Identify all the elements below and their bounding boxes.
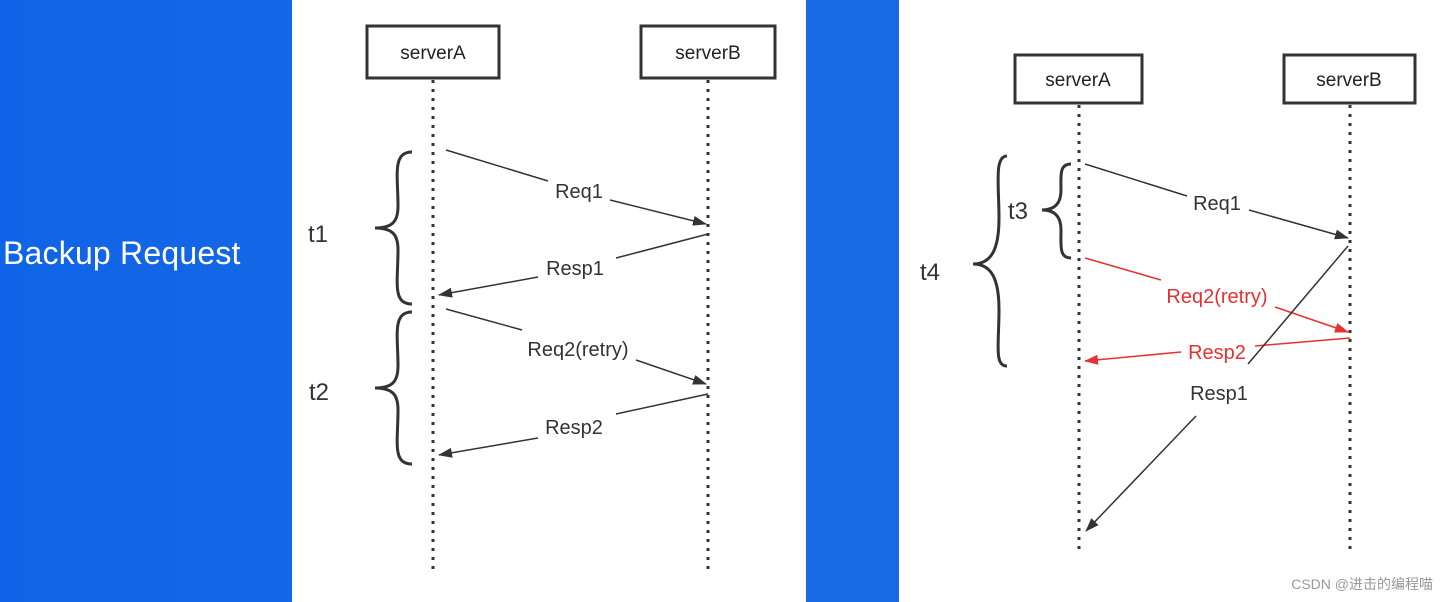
participant-server-a: serverA xyxy=(1013,53,1144,105)
brace-t2 xyxy=(374,310,413,466)
interval-t3-label: t3 xyxy=(1008,198,1028,225)
message-req1: Req1 xyxy=(445,149,707,226)
interval-t1-label: t1 xyxy=(308,221,328,248)
message-req1-label: Req1 xyxy=(1193,193,1241,215)
participant-server-b: serverB xyxy=(1282,53,1417,105)
message-resp2: Resp2 xyxy=(1084,337,1351,365)
message-resp1-label: Resp1 xyxy=(546,258,604,280)
message-req1: Req1 xyxy=(1084,163,1349,240)
message-req1-label: Req1 xyxy=(555,181,603,203)
participant-server-b-label: serverB xyxy=(675,43,740,64)
message-req2-retry: Req2(retry) xyxy=(445,308,707,385)
message-req2-retry-label: Req2(retry) xyxy=(527,339,628,361)
brace-t1 xyxy=(374,150,413,306)
sequence-diagram-left-svg: serverA serverB Req1 Resp1 Req2(retry) xyxy=(308,24,777,570)
message-resp1: Resp1 xyxy=(1085,245,1349,532)
message-resp1: Resp1 xyxy=(438,233,709,298)
brace-t3 xyxy=(1041,162,1072,260)
participant-server-a: serverA xyxy=(365,24,501,80)
participant-server-a-label: serverA xyxy=(1045,70,1111,91)
message-resp1-label: Resp1 xyxy=(1190,383,1248,405)
participant-server-a-label: serverA xyxy=(400,43,466,64)
message-resp2-label: Resp2 xyxy=(545,417,603,439)
participant-server-b: serverB xyxy=(639,24,777,80)
slide-title: Backup Request xyxy=(3,235,241,271)
sequence-diagram-left: serverA serverB Req1 Resp1 Req2(retry) xyxy=(292,0,806,602)
message-resp2: Resp2 xyxy=(438,393,709,458)
interval-t2-label: t2 xyxy=(309,379,329,406)
message-resp2-label: Resp2 xyxy=(1188,342,1246,364)
message-req2-retry-label: Req2(retry) xyxy=(1166,286,1267,308)
csdn-watermark: CSDN @进击的编程喵 xyxy=(1291,576,1433,592)
sequence-diagram-right-svg: serverA serverB Req1 Req2(retry) Resp2 xyxy=(920,53,1433,592)
brace-t4 xyxy=(972,154,1008,368)
sequence-diagram-right: serverA serverB Req1 Req2(retry) Resp2 xyxy=(899,0,1448,602)
message-req2-retry: Req2(retry) xyxy=(1084,257,1349,333)
interval-t4-label: t4 xyxy=(920,259,940,286)
participant-server-b-label: serverB xyxy=(1316,70,1381,91)
